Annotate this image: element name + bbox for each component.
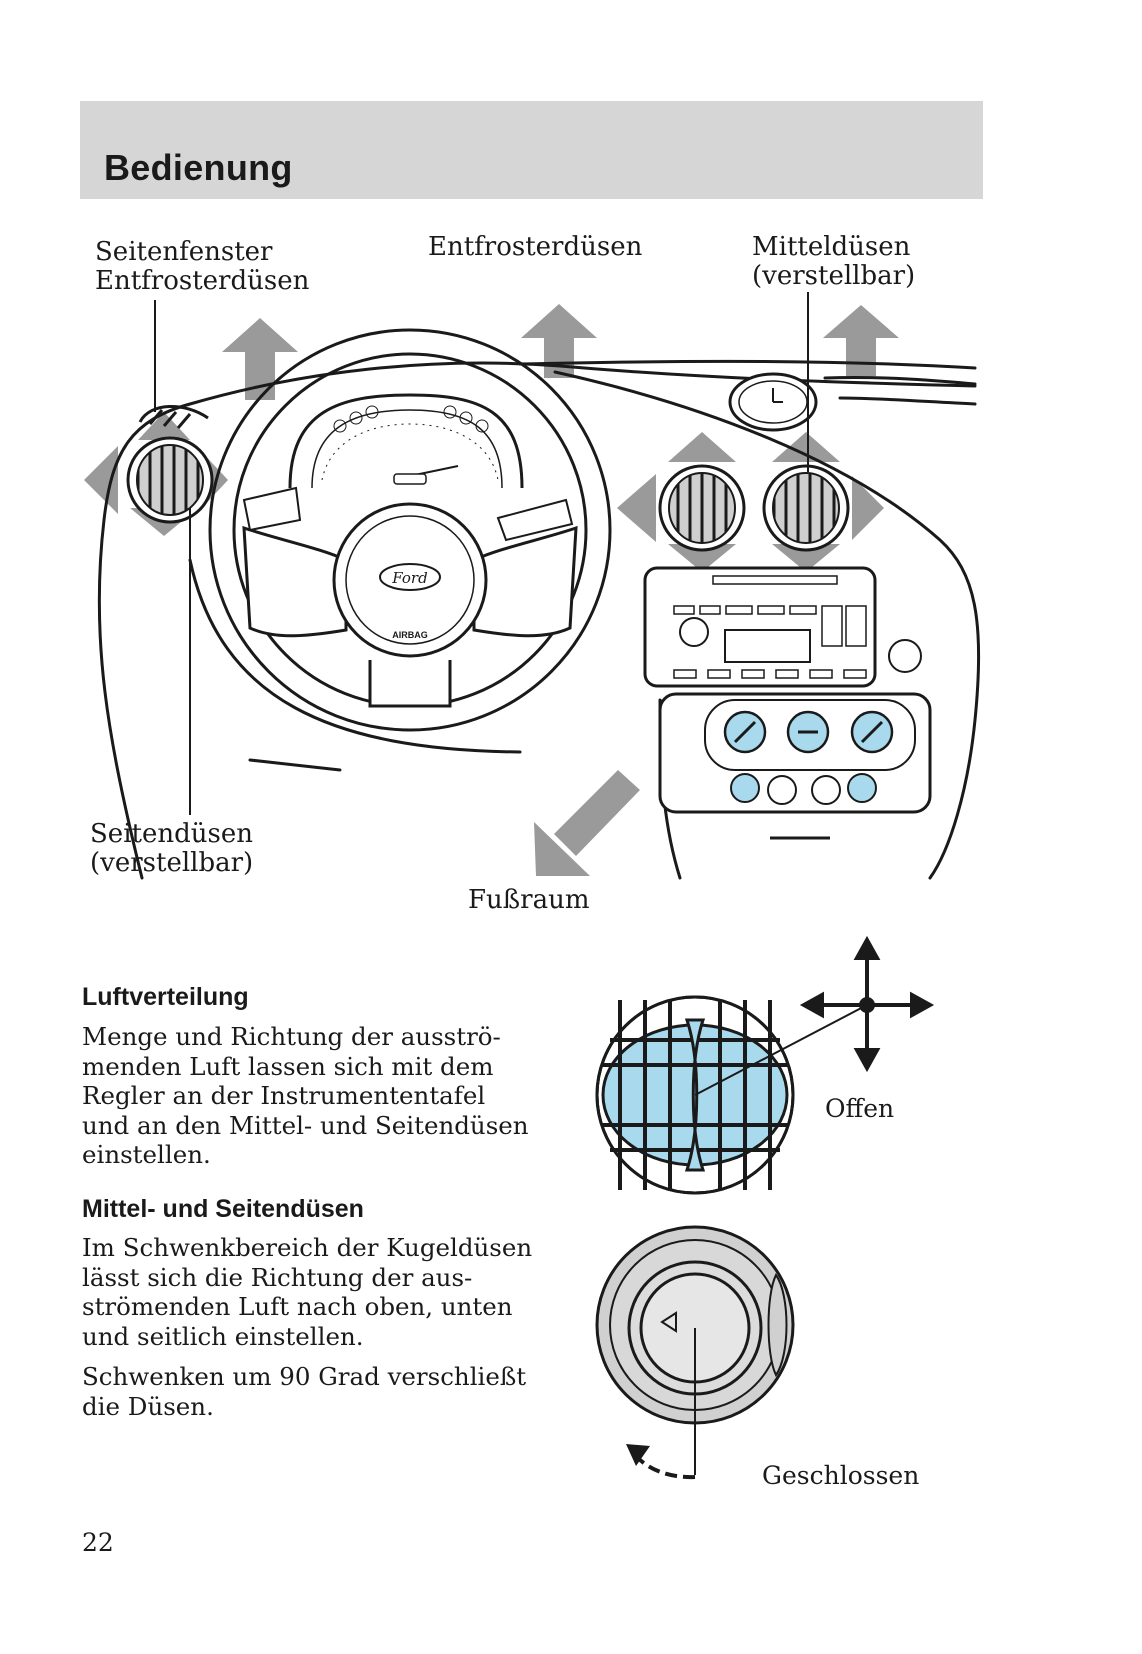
paragraph-air-distribution: Menge und Richtung der ausströ- menden L… [82, 1022, 529, 1169]
up-arrow-icon [521, 304, 597, 378]
label-side-vents: Seitendüsen (verstellbar) [90, 819, 254, 878]
left-side-vent [126, 405, 214, 524]
closed-vent-label: Geschlossen [762, 1461, 919, 1490]
section-heading-center-side-vents: Mittel- und Seitendüsen [82, 1195, 364, 1223]
footwell-arrow-icon [534, 770, 640, 876]
paragraph-vent-direction: Im Schwenkbereich der Kugeldüsen lässt s… [82, 1233, 533, 1351]
page-title: Bedienung [104, 147, 293, 188]
rotate-arrow-icon [626, 1444, 650, 1466]
closed-vent-icon [595, 1225, 795, 1480]
center-console [643, 566, 932, 840]
section-heading-air-distribution: Luftverteilung [82, 983, 249, 1011]
center-vent-direction-arrows-icon [617, 432, 884, 572]
header-bar: Bedienung [80, 101, 983, 199]
instrument-cluster [288, 393, 524, 489]
dashboard-outline [97, 359, 981, 880]
center-vents [658, 464, 850, 552]
label-defroster: Entfrosterdüsen [428, 232, 643, 262]
open-vent-label: Offen [825, 1094, 894, 1123]
ford-logo: Ford [391, 569, 427, 587]
airflow-arrows [84, 304, 899, 876]
four-way-arrow-icon [799, 935, 935, 1073]
dashboard-diagram: Ford AIRBAG [84, 292, 981, 880]
vent-states-diagram: Offen Geschlossen [595, 935, 935, 1490]
up-arrow-icon [222, 318, 298, 400]
page-number: 22 [82, 1528, 114, 1557]
label-center-vents: Mitteldüsen (verstellbar) [752, 232, 916, 291]
label-footwell: Fußraum [468, 885, 590, 915]
dashboard-clock [728, 372, 818, 432]
up-arrow-icon [823, 305, 899, 376]
paragraph-vent-close: Schwenken um 90 Grad verschließt die Düs… [82, 1362, 527, 1421]
open-vent-icon [595, 995, 868, 1195]
callout-lines [154, 292, 809, 815]
airbag-label: AIRBAG [392, 630, 428, 640]
steering-wheel: Ford AIRBAG [208, 328, 612, 732]
label-side-window-defroster: Seitenfenster Entfrosterdüsen [95, 237, 310, 296]
